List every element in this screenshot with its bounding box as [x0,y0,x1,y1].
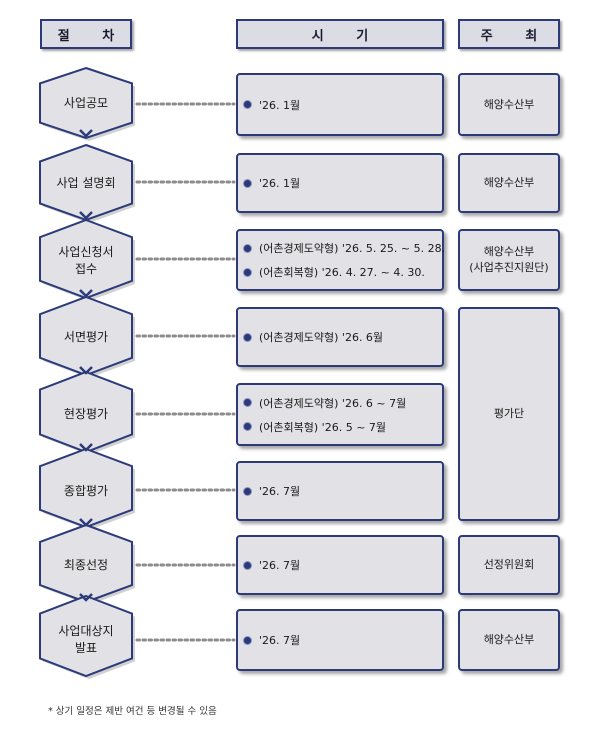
chevron-down-icon [79,289,93,298]
time-box-5: (어촌경제도약형) '26. 6 ~ 7월 (어촌회복형) '26. 5 ~ 7… [236,383,444,446]
bullet-icon [244,179,251,187]
time-line: (어촌회복형) '26. 5 ~ 7월 [244,419,442,435]
time-line: (어촌회복형) '26. 4. 27. ~ 4. 30. [244,264,442,280]
bullet-icon [244,561,251,569]
header-host-label: 주 최 [480,28,552,44]
time-box-6: '26. 7월 [236,461,444,521]
step-label-8: 사업대상지 발표 [58,624,114,655]
time-box-8: '26. 7월 [236,609,444,671]
header-period-label: 시 기 [311,28,383,44]
host-box-5: 선정위원회 [458,535,560,595]
chevron-down-icon [79,129,93,138]
step-label-4: 서면평가 [63,329,109,344]
bullet-icon [244,636,251,644]
bullet-icon [244,333,251,341]
time-line: (어촌경제도약형) '26. 5. 25. ~ 5. 28. [244,240,445,256]
host-box-6: 해양수산부 [458,609,560,671]
time-line: '26. 1월 [244,97,442,113]
header-period: 시 기 [236,19,444,49]
time-box-2: '26. 1월 [236,153,444,213]
step-label-7: 최종선정 [63,557,109,572]
step-label-6: 종합평가 [63,483,109,498]
step-hexagon-1 [39,66,133,140]
chevron-down-icon [79,366,93,375]
time-line: (어촌경제도약형) '26. 6 ~ 7월 [244,395,442,411]
host-box-3: 해양수산부 (사업추진지원단) [458,229,560,291]
time-line: '26. 1월 [244,175,442,191]
chevron-down-icon [79,211,93,220]
header-step: 절 차 [40,19,132,49]
host-box-4: 평가단 [458,307,560,521]
bullet-icon [244,268,251,276]
footnote: * 상기 일정은 제반 여건 등 변경될 수 있음 [48,706,217,717]
header-step-label: 절 차 [57,28,129,44]
bullet-icon [244,101,251,108]
chevron-down-icon [79,518,93,527]
time-line: (어촌경제도약형) '26. 6월 [244,329,442,345]
time-box-4: (어촌경제도약형) '26. 6월 [236,307,444,367]
time-box-3: (어촌경제도약형) '26. 5. 25. ~ 5. 28. (어촌회복형) '… [236,229,445,291]
time-line: '26. 7월 [244,632,442,648]
time-box-7: '26. 7월 [236,535,444,595]
chevron-down-icon [79,593,93,602]
host-box-2: 해양수산부 [458,153,560,213]
time-line: '26. 7월 [244,557,442,573]
bullet-icon [244,487,251,495]
step-label-2: 사업 설명회 [56,175,116,190]
header-host: 주 최 [458,19,560,49]
bullet-icon [244,423,251,430]
time-box-1: '26. 1월 [236,73,444,136]
step-hexagon-8 [39,594,133,678]
step-label-3: 사업신청서 접수 [58,245,114,276]
time-line: '26. 7월 [244,483,442,499]
bullet-icon [244,399,251,406]
host-box-1: 해양수산부 [458,73,560,136]
step-label-5: 현장평가 [63,406,109,421]
chevron-down-icon [79,443,93,452]
step-label-1: 사업공모 [63,95,109,110]
bullet-icon [244,244,251,252]
